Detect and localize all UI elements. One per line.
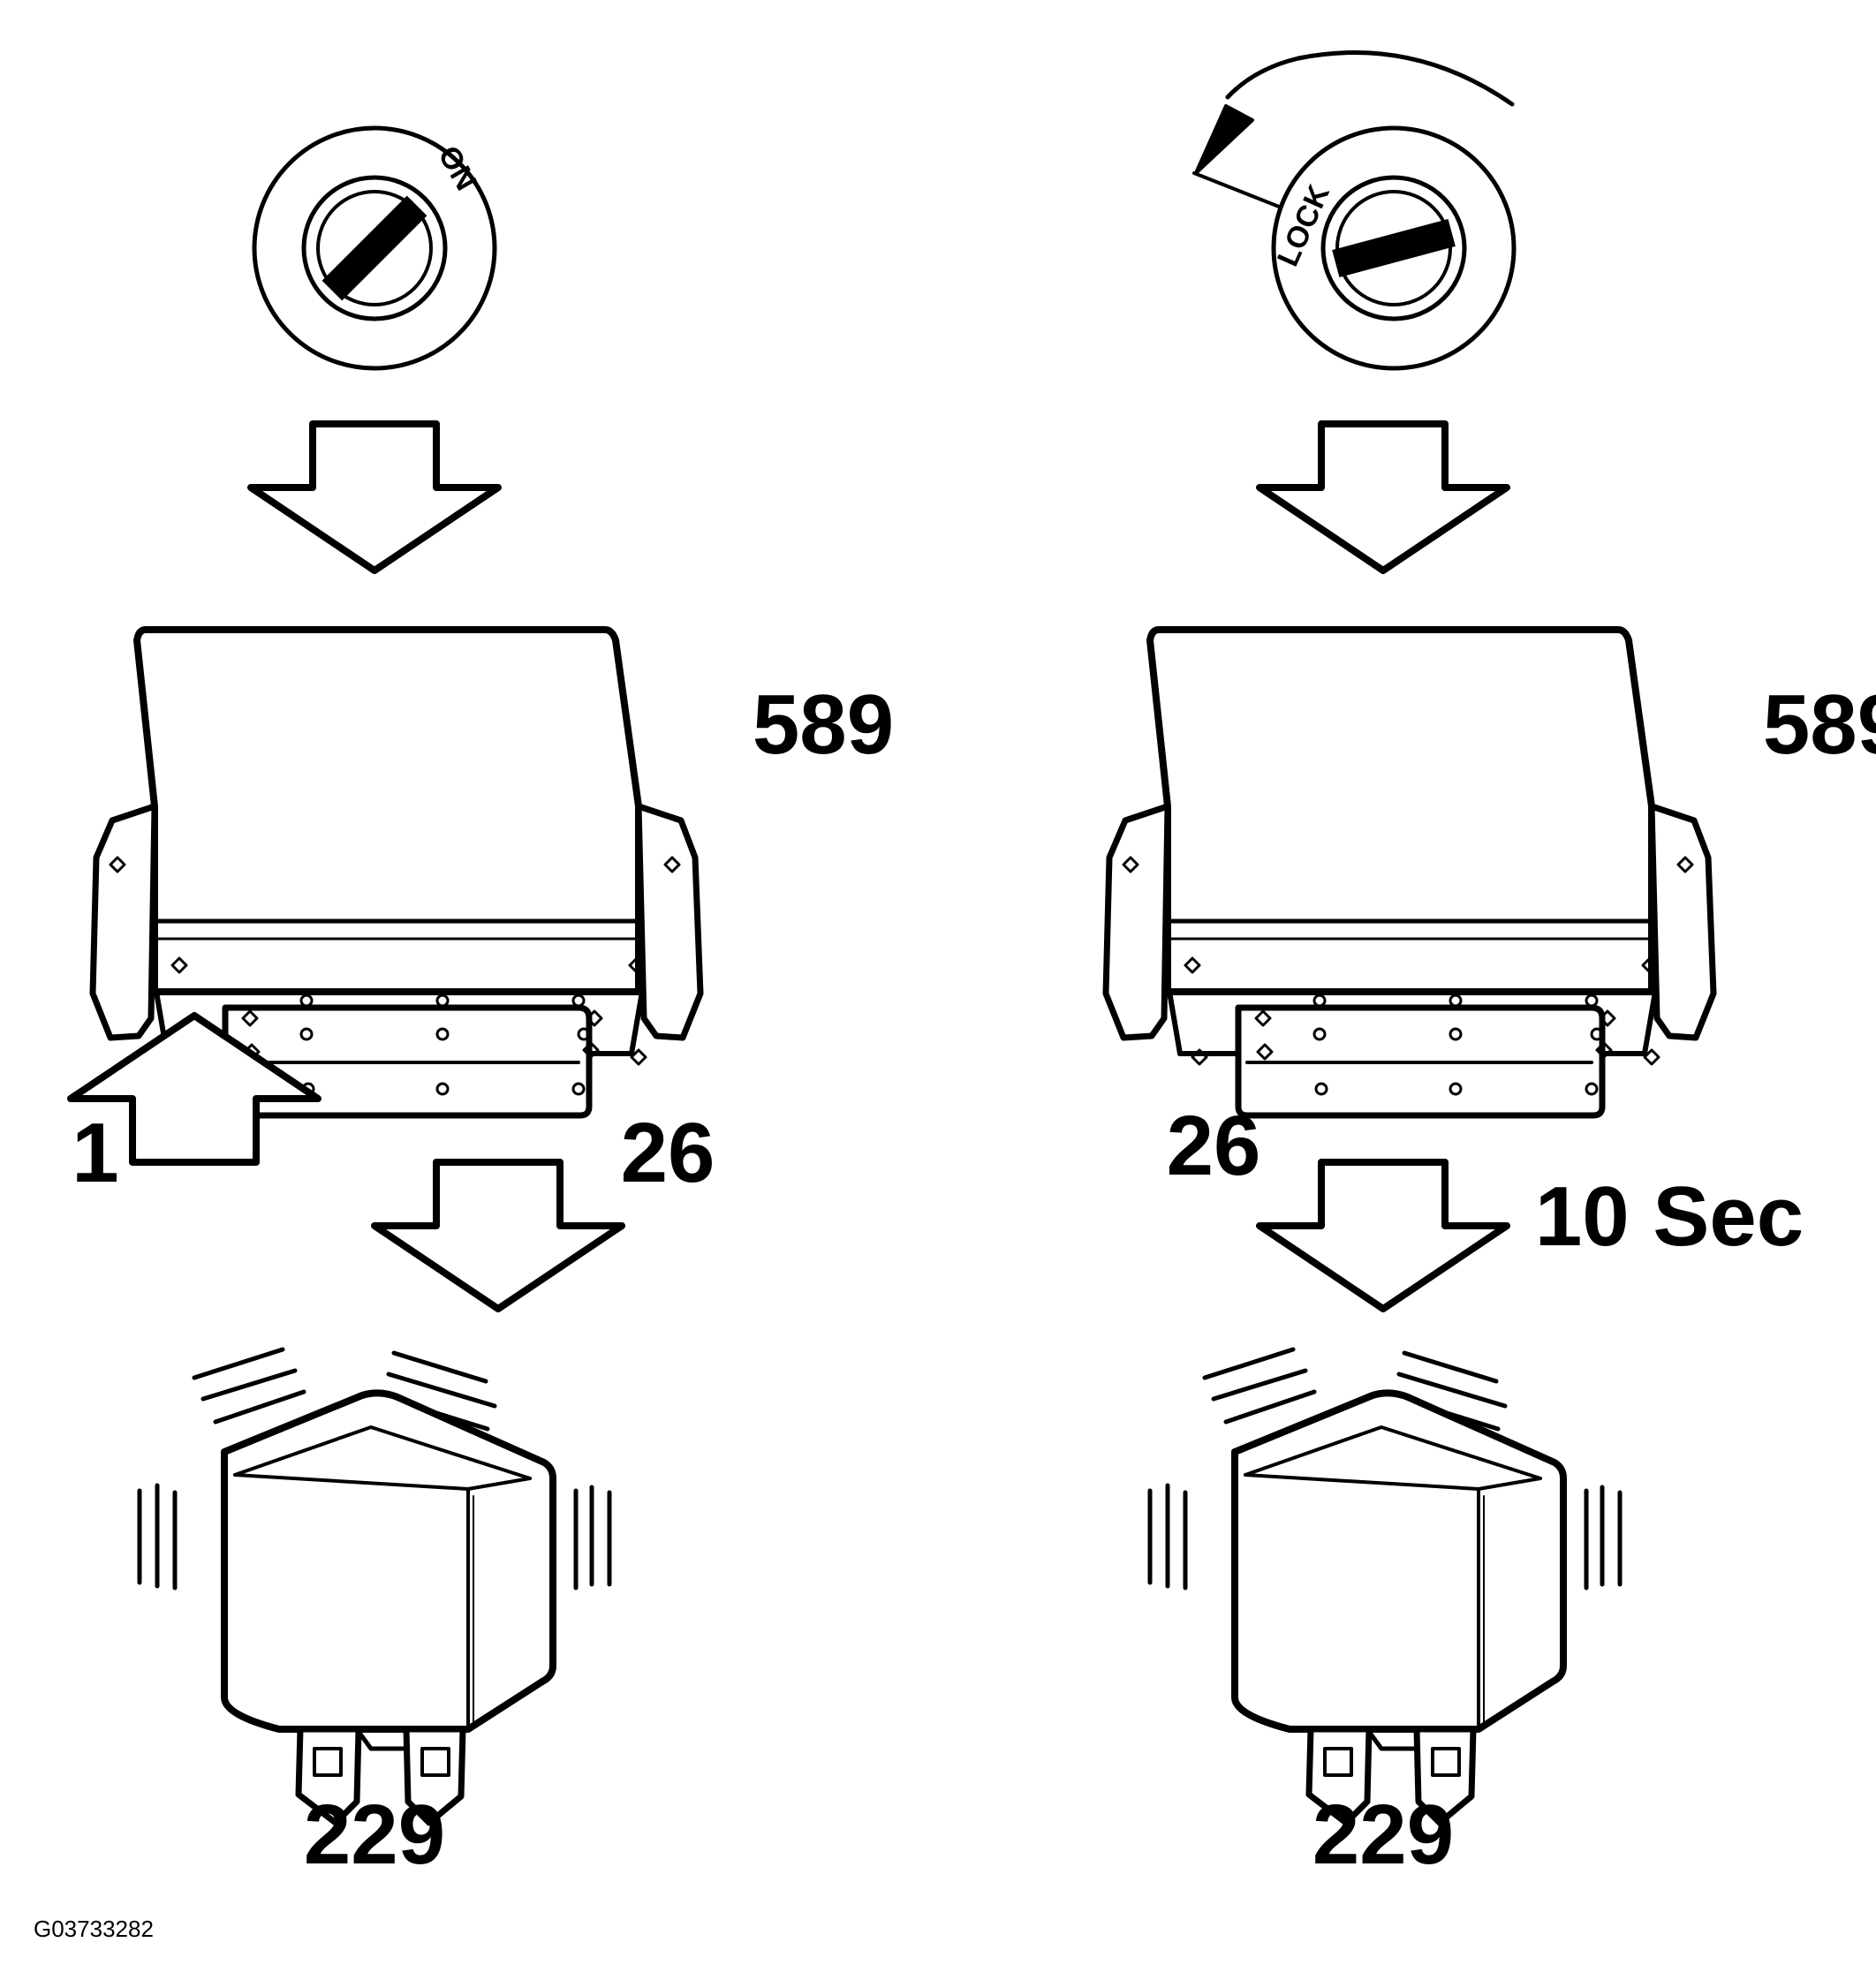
left-ignition-switch-icon <box>254 128 495 368</box>
right-ignition-switch-icon <box>1274 128 1514 368</box>
right-down-arrow-icon <box>1259 1162 1507 1309</box>
left-top-down-arrow-icon <box>251 424 498 571</box>
left-pin-right-label: 26 <box>621 1106 715 1200</box>
right-delay-label: 10 Sec <box>1535 1169 1804 1264</box>
left-relay-icon <box>140 1349 609 1823</box>
right-relay-label: 229 <box>1312 1787 1454 1882</box>
right-control-module-icon <box>1106 630 1713 1115</box>
right-relay-icon <box>1150 1349 1620 1823</box>
left-module-label: 589 <box>753 677 894 772</box>
right-top-down-arrow-icon <box>1259 424 1507 571</box>
left-relay-label: 229 <box>304 1787 445 1882</box>
rotation-arrow-icon <box>1192 50 1515 208</box>
right-module-label: 589 <box>1763 677 1876 772</box>
left-pin-left-label: 1 <box>72 1106 118 1200</box>
left-down-arrow-icon <box>374 1162 622 1309</box>
right-pin-label: 26 <box>1167 1099 1261 1193</box>
diagram-id: G03733282 <box>34 1916 154 1942</box>
